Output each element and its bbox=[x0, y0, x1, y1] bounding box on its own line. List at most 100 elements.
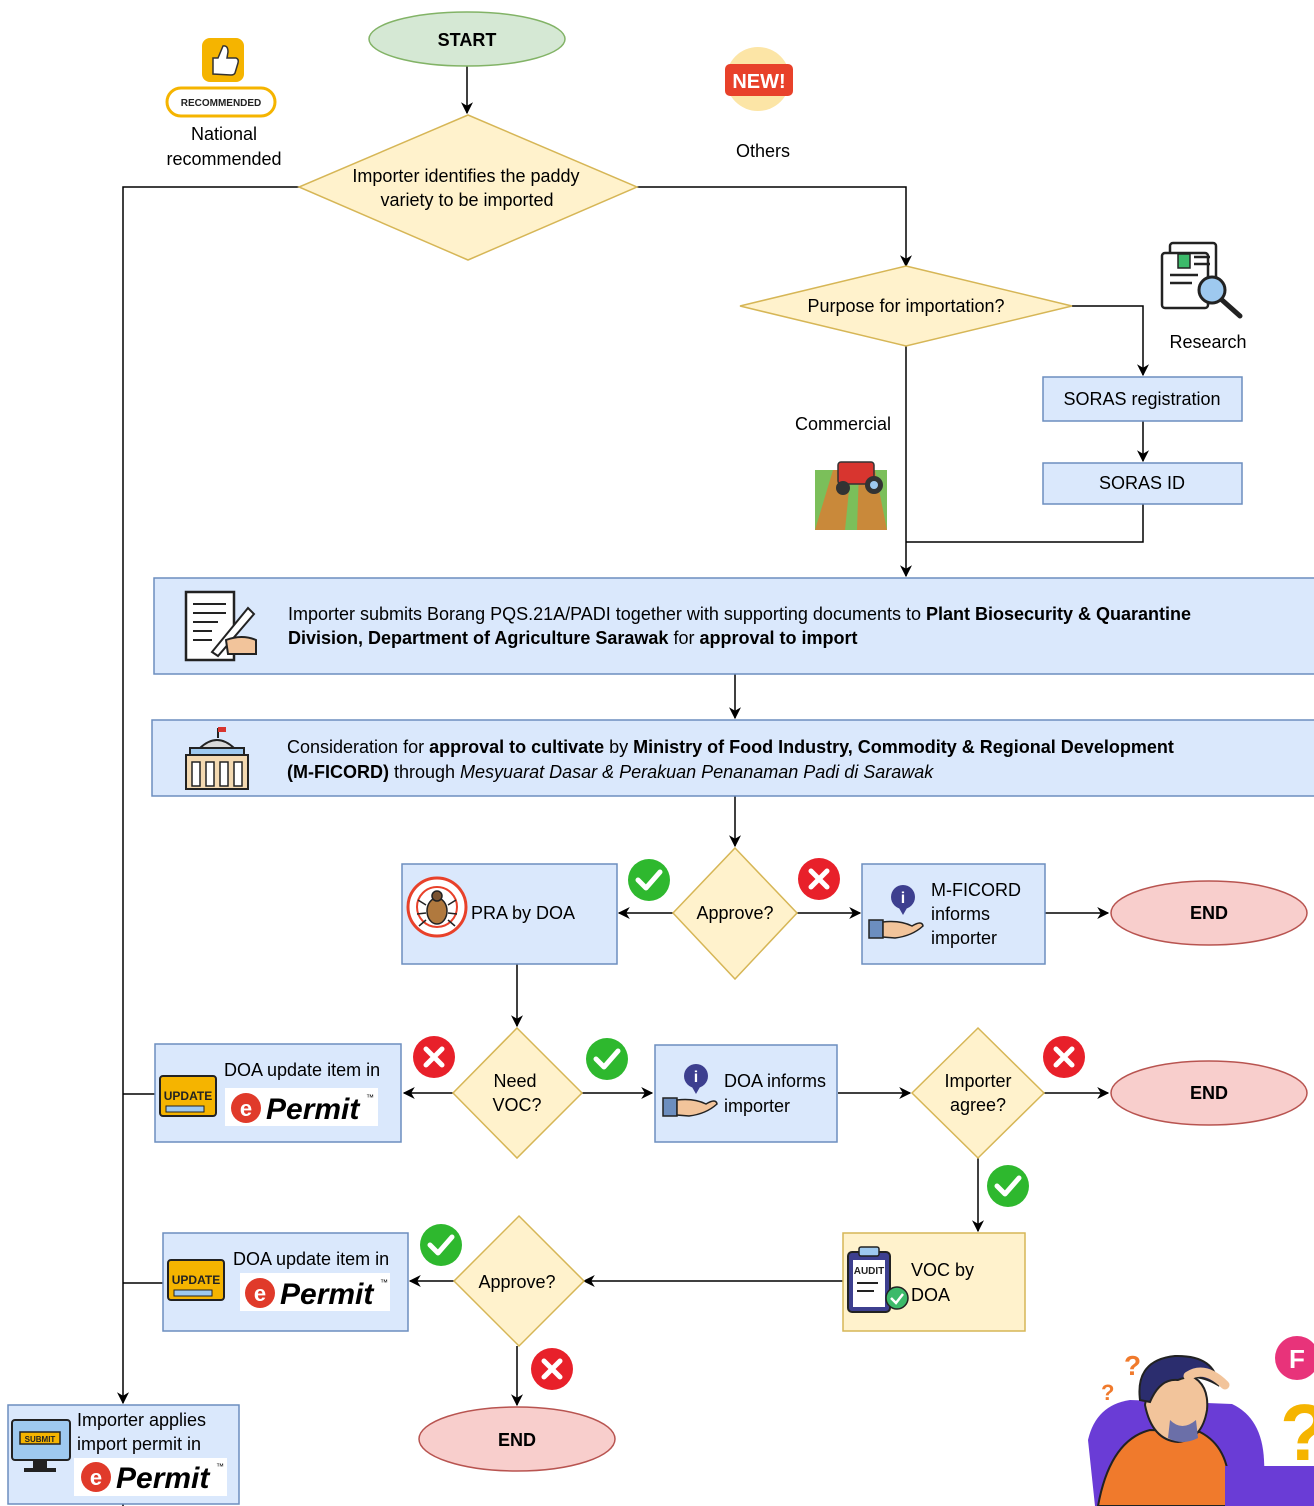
epermit-logo-3-tm: ™ bbox=[216, 1462, 224, 1471]
epermit-logo-2-text: Permit bbox=[280, 1278, 375, 1311]
voc-label-line2: DOA bbox=[911, 1285, 950, 1305]
government-building-icon bbox=[185, 727, 249, 790]
epermit-logo-1: e Permit ™ bbox=[225, 1088, 378, 1126]
end2-label: END bbox=[1190, 1083, 1228, 1103]
voc-label-line1: VOC by bbox=[911, 1260, 974, 1280]
mficord-node: M-FICORD informs importer bbox=[861, 863, 1046, 965]
consideration-node: Consideration for approval to cultivate … bbox=[151, 719, 1314, 797]
svg-text:?: ? bbox=[1280, 1388, 1314, 1477]
edge-identify-to-apply bbox=[117, 186, 299, 1405]
submit-line1-a: Importer submits Borang PQS.21A/PADI tog… bbox=[288, 604, 926, 624]
epermit-logo-3-e: e bbox=[90, 1465, 102, 1490]
info-hand-icon-2: i bbox=[662, 1064, 718, 1117]
branch-label-research: Research bbox=[1169, 332, 1246, 352]
audit-text: AUDIT bbox=[854, 1266, 885, 1277]
apply-label-line1: Importer applies bbox=[77, 1410, 206, 1430]
approve1-decision: Approve? bbox=[671, 846, 799, 981]
research-document-icon bbox=[1160, 241, 1243, 319]
confused-person-illustration: ? ? ? F bbox=[1088, 1336, 1314, 1506]
identify-label-line2: variety to be imported bbox=[380, 190, 553, 210]
epermit-logo-2-tm: ™ bbox=[380, 1278, 388, 1287]
cross-icon-agree bbox=[1043, 1036, 1085, 1078]
apply-label-line2: import permit in bbox=[77, 1434, 201, 1454]
epermit-logo-1-e: e bbox=[240, 1096, 252, 1121]
soras-id-node: SORAS ID bbox=[1042, 462, 1243, 505]
consider-line1-c: by bbox=[604, 737, 633, 757]
svg-text:?: ? bbox=[1124, 1350, 1141, 1381]
epermit-logo-1-text: Permit bbox=[266, 1093, 361, 1126]
mficord-label-line1: M-FICORD bbox=[931, 880, 1021, 900]
end1-label: END bbox=[1190, 903, 1228, 923]
epermit-logo-3: e Permit ™ bbox=[74, 1458, 227, 1496]
consider-text-line1: Consideration for approval to cultivate … bbox=[287, 737, 1174, 757]
update-sign-icon-2: UPDATE bbox=[167, 1259, 225, 1301]
branch-label-others: Others bbox=[736, 141, 790, 161]
branch-label-national-line1: National bbox=[191, 124, 257, 144]
submit-node: Importer submits Borang PQS.21A/PADI tog… bbox=[153, 577, 1314, 675]
importer-agree-decision: Importer agree? bbox=[910, 1026, 1046, 1160]
pest-target-icon bbox=[406, 876, 468, 938]
importer-agree-label-line2: agree? bbox=[950, 1095, 1006, 1115]
doa-update2-label: DOA update item in bbox=[233, 1249, 389, 1269]
check-icon-agree bbox=[987, 1165, 1029, 1207]
end3-node: END bbox=[418, 1406, 616, 1472]
audit-clipboard-icon: AUDIT bbox=[847, 1246, 909, 1313]
submit-line2-a: Division, Department of Agriculture Sara… bbox=[288, 628, 669, 648]
submit-monitor-text: SUBMIT bbox=[25, 1435, 56, 1444]
end3-label: END bbox=[498, 1430, 536, 1450]
epermit-logo-2: e Permit ™ bbox=[240, 1273, 390, 1311]
update-sign-text: UPDATE bbox=[164, 1089, 212, 1103]
consider-line1-b: approval to cultivate bbox=[429, 737, 604, 757]
svg-text:i: i bbox=[901, 890, 905, 907]
end1-node: END bbox=[1110, 880, 1308, 946]
need-voc-label-line2: VOC? bbox=[492, 1095, 541, 1115]
submit-text-line2: Division, Department of Agriculture Sara… bbox=[288, 628, 857, 648]
submit-line2-b: for bbox=[668, 628, 699, 648]
edge-soras-id-to-merge bbox=[906, 504, 1144, 543]
purpose-label: Purpose for importation? bbox=[807, 296, 1004, 316]
need-voc-label-line1: Need bbox=[493, 1071, 536, 1091]
soras-registration-node: SORAS registration bbox=[1042, 376, 1243, 422]
edge-identify-to-purpose bbox=[637, 186, 912, 268]
doa-informs-label-line1: DOA informs bbox=[724, 1071, 826, 1091]
mficord-label-line3: importer bbox=[931, 928, 997, 948]
svg-text:i: i bbox=[694, 1069, 698, 1086]
approve2-decision: Approve? bbox=[452, 1214, 586, 1348]
pra-label: PRA by DOA bbox=[471, 903, 575, 923]
purpose-decision: Purpose for importation? bbox=[739, 265, 1073, 347]
check-icon-approve1 bbox=[628, 859, 670, 901]
consider-line2-c: Mesyuarat Dasar & Perakuan Penanaman Pad… bbox=[460, 762, 934, 782]
start-node: START bbox=[368, 11, 566, 67]
cross-icon-approve1 bbox=[798, 858, 840, 900]
consider-line2-a: (M-FICORD) bbox=[287, 762, 389, 782]
update-sign-icon: UPDATE bbox=[159, 1075, 217, 1117]
start-label: START bbox=[438, 30, 497, 50]
farm-tractor-icon bbox=[815, 461, 887, 530]
approve2-label: Approve? bbox=[478, 1272, 555, 1292]
check-icon-approve2 bbox=[420, 1224, 462, 1266]
epermit-logo-3-text: Permit bbox=[116, 1462, 211, 1495]
info-hand-icon: i bbox=[868, 885, 924, 939]
consider-line2-b: through bbox=[389, 762, 460, 782]
new-badge-text: NEW! bbox=[732, 71, 785, 93]
doa-informs-node: DOA informs importer bbox=[654, 1044, 838, 1143]
need-voc-decision: Need VOC? bbox=[451, 1026, 584, 1160]
recommended-badge-icon: RECOMMENDED bbox=[165, 38, 277, 118]
corner-badge-letter: F bbox=[1289, 1344, 1305, 1374]
soras-registration-label: SORAS registration bbox=[1063, 389, 1220, 409]
epermit-logo-1-tm: ™ bbox=[366, 1093, 374, 1102]
soras-id-label: SORAS ID bbox=[1099, 473, 1185, 493]
submit-line1-b: Plant Biosecurity & Quarantine bbox=[926, 604, 1191, 624]
consider-text-line2: (M-FICORD) through Mesyuarat Dasar & Per… bbox=[287, 762, 934, 782]
check-icon-needvoc bbox=[586, 1038, 628, 1080]
recommended-badge-text: RECOMMENDED bbox=[181, 98, 262, 109]
importer-agree-label-line1: Importer bbox=[944, 1071, 1011, 1091]
end2-node: END bbox=[1110, 1060, 1308, 1126]
approve1-label: Approve? bbox=[696, 903, 773, 923]
edge-purpose-to-soras bbox=[1072, 305, 1149, 377]
consider-line1-a: Consideration for bbox=[287, 737, 429, 757]
new-badge-icon: NEW! bbox=[725, 47, 793, 111]
doa-informs-label-line2: importer bbox=[724, 1096, 790, 1116]
connectors bbox=[117, 66, 1149, 1506]
